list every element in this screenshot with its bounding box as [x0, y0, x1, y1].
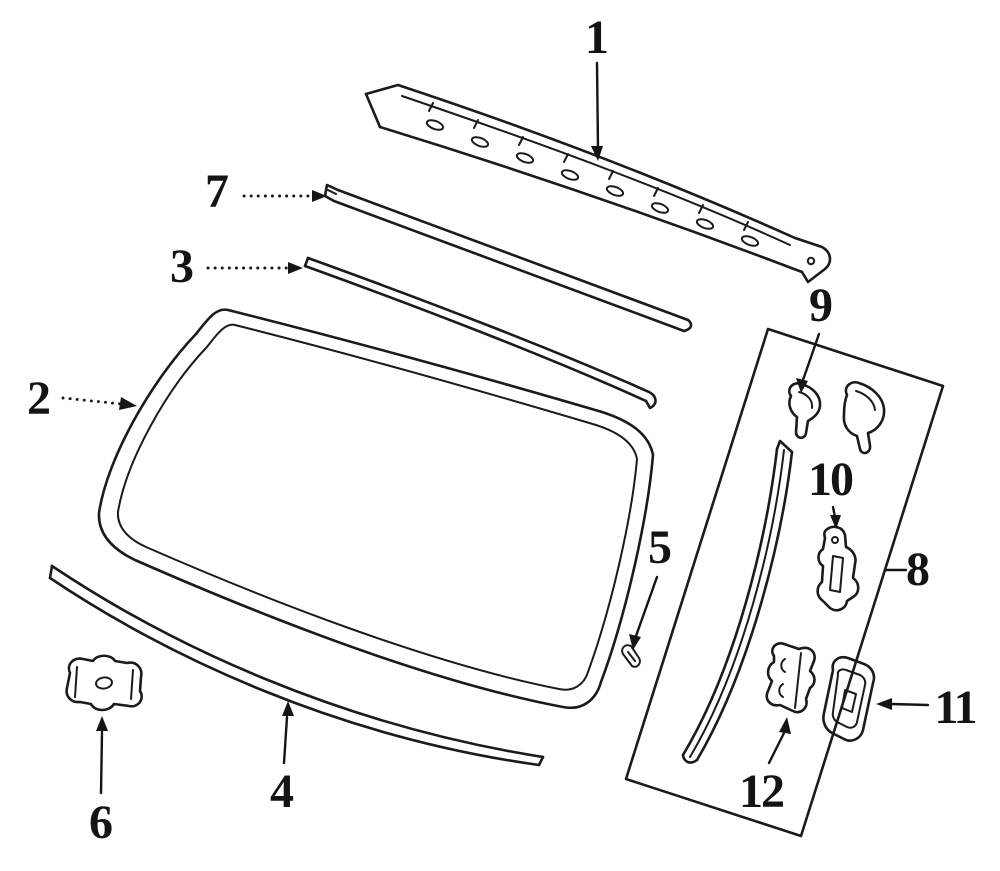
leader-line-12 [767, 731, 786, 765]
callout-5[interactable]: 5 [648, 521, 672, 574]
arrowhead-12 [779, 717, 791, 734]
side-reveal-molding [681, 439, 794, 764]
lower-molding-clip [65, 654, 143, 712]
upper-reveal-molding [323, 183, 693, 333]
callout-8[interactable]: 8 [906, 543, 930, 596]
arrowhead-7 [312, 190, 327, 202]
arrowhead-3 [288, 262, 303, 274]
lower-reveal-molding [48, 564, 545, 767]
molding-clip-10 [816, 525, 860, 612]
leader-line-5 [634, 575, 659, 638]
callout-2[interactable]: 2 [27, 372, 51, 425]
windshield-header-panel [364, 83, 832, 284]
callout-10[interactable]: 10 [808, 453, 854, 506]
leader-line-2 [61, 396, 124, 406]
callout-1[interactable]: 1 [585, 11, 609, 64]
callout-9[interactable]: 9 [809, 279, 833, 332]
leader-line-6 [99, 730, 104, 795]
arrowhead-11 [876, 698, 892, 710]
arrowhead-9 [796, 378, 808, 393]
callout-6[interactable]: 6 [89, 796, 113, 849]
leader-line-11 [889, 702, 930, 707]
upper-weatherstrip [303, 256, 657, 410]
arrowhead-1 [591, 146, 603, 161]
callout-7[interactable]: 7 [205, 165, 229, 218]
callout-leaders [61, 61, 930, 795]
arrowhead-4 [282, 701, 294, 716]
callout-4[interactable]: 4 [270, 765, 294, 818]
arrowhead-5 [629, 634, 641, 650]
leader-line-1 [595, 61, 600, 150]
arrowhead-10 [830, 515, 841, 529]
callout-12[interactable]: 12 [739, 765, 785, 818]
glass-spacer [621, 644, 641, 668]
molding-clip-12 [765, 642, 816, 714]
hardware-group-box [624, 327, 945, 838]
callout-11[interactable]: 11 [934, 681, 977, 734]
leader-line-4 [282, 715, 289, 765]
leader-line-9 [801, 332, 821, 382]
molding-clip-9 [788, 382, 822, 440]
molding-clip-9b [842, 381, 886, 455]
callout-3[interactable]: 3 [170, 240, 194, 293]
windshield-glass [97, 308, 655, 710]
header-panel-holes [425, 102, 760, 247]
arrowhead-2 [119, 397, 137, 410]
arrowhead-6 [96, 716, 108, 731]
molding-clip-11 [822, 655, 876, 742]
